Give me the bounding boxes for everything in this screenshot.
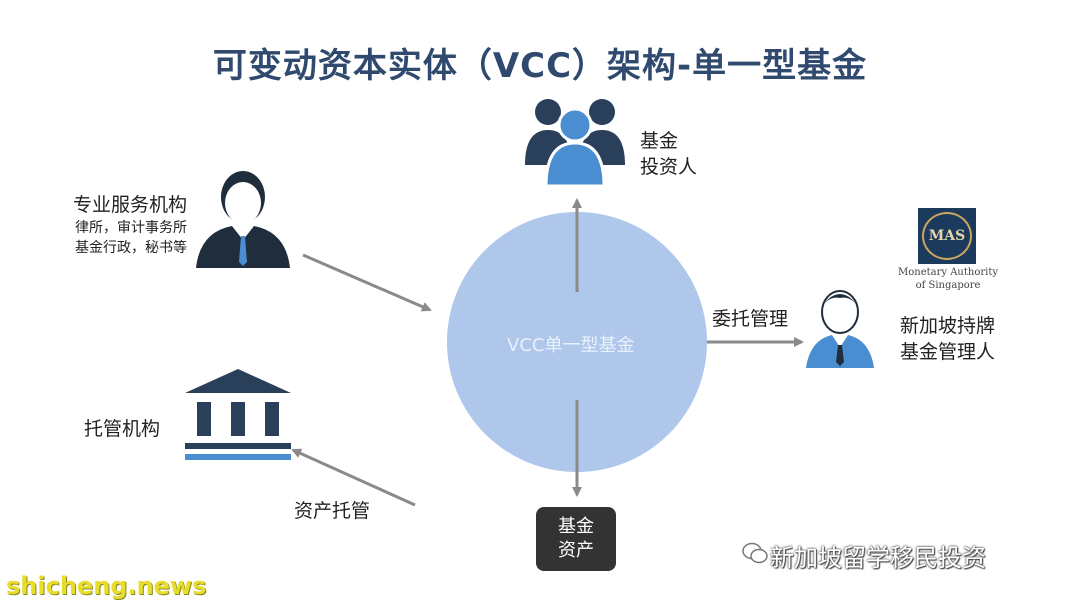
entrust-management-label: 委托管理 [712,308,789,330]
fund-assets-line2: 资产 [558,540,594,561]
manager-line1: 新加坡持牌 [900,315,996,337]
businessman-icon [196,171,290,268]
vcc-fund-label: VCC单一型基金 [507,335,635,356]
diagram-title: 可变动资本实体（VCC）架构-单一型基金 [212,46,868,86]
mas-line1: Monetary Authority [898,267,998,278]
manager-line2: 基金管理人 [900,341,996,363]
investors-line2: 投资人 [640,156,698,178]
investors-label: 基金 投资人 [640,128,697,180]
wechat-watermark: 新加坡留学移民投资 [770,544,986,572]
fund-manager-label: 新加坡持牌 基金管理人 [900,313,995,365]
asset-custody-label: 资产托管 [294,500,371,522]
bank-icon [185,369,291,460]
fund-assets-box: 基金 资产 [536,507,616,571]
investors-line1: 基金 [640,130,679,152]
custodian-label: 托管机构 [84,418,161,440]
wechat-icon [742,542,768,564]
mas-logo-text: MAS [922,212,972,260]
arrow-to-custodian [291,448,416,507]
fund-assets-line1: 基金 [558,516,594,537]
mas-caption: Monetary Authority of Singapore [893,266,1003,292]
mas-logo: MAS [918,208,976,264]
investors-group-icon [525,99,625,188]
professional-line1: 律所，审计事务所 [75,220,187,236]
arrow-from-professional [302,253,432,312]
professional-line2: 基金行政，秘书等 [75,240,187,256]
site-watermark: shicheng.news [6,572,207,600]
professional-services-label: 专业服务机构 律所，审计事务所 基金行政，秘书等 [52,192,187,258]
vcc-fund-circle [447,212,707,472]
mas-line2: of Singapore [915,280,981,291]
professional-title: 专业服务机构 [72,194,187,216]
fund-manager-icon [806,290,874,368]
